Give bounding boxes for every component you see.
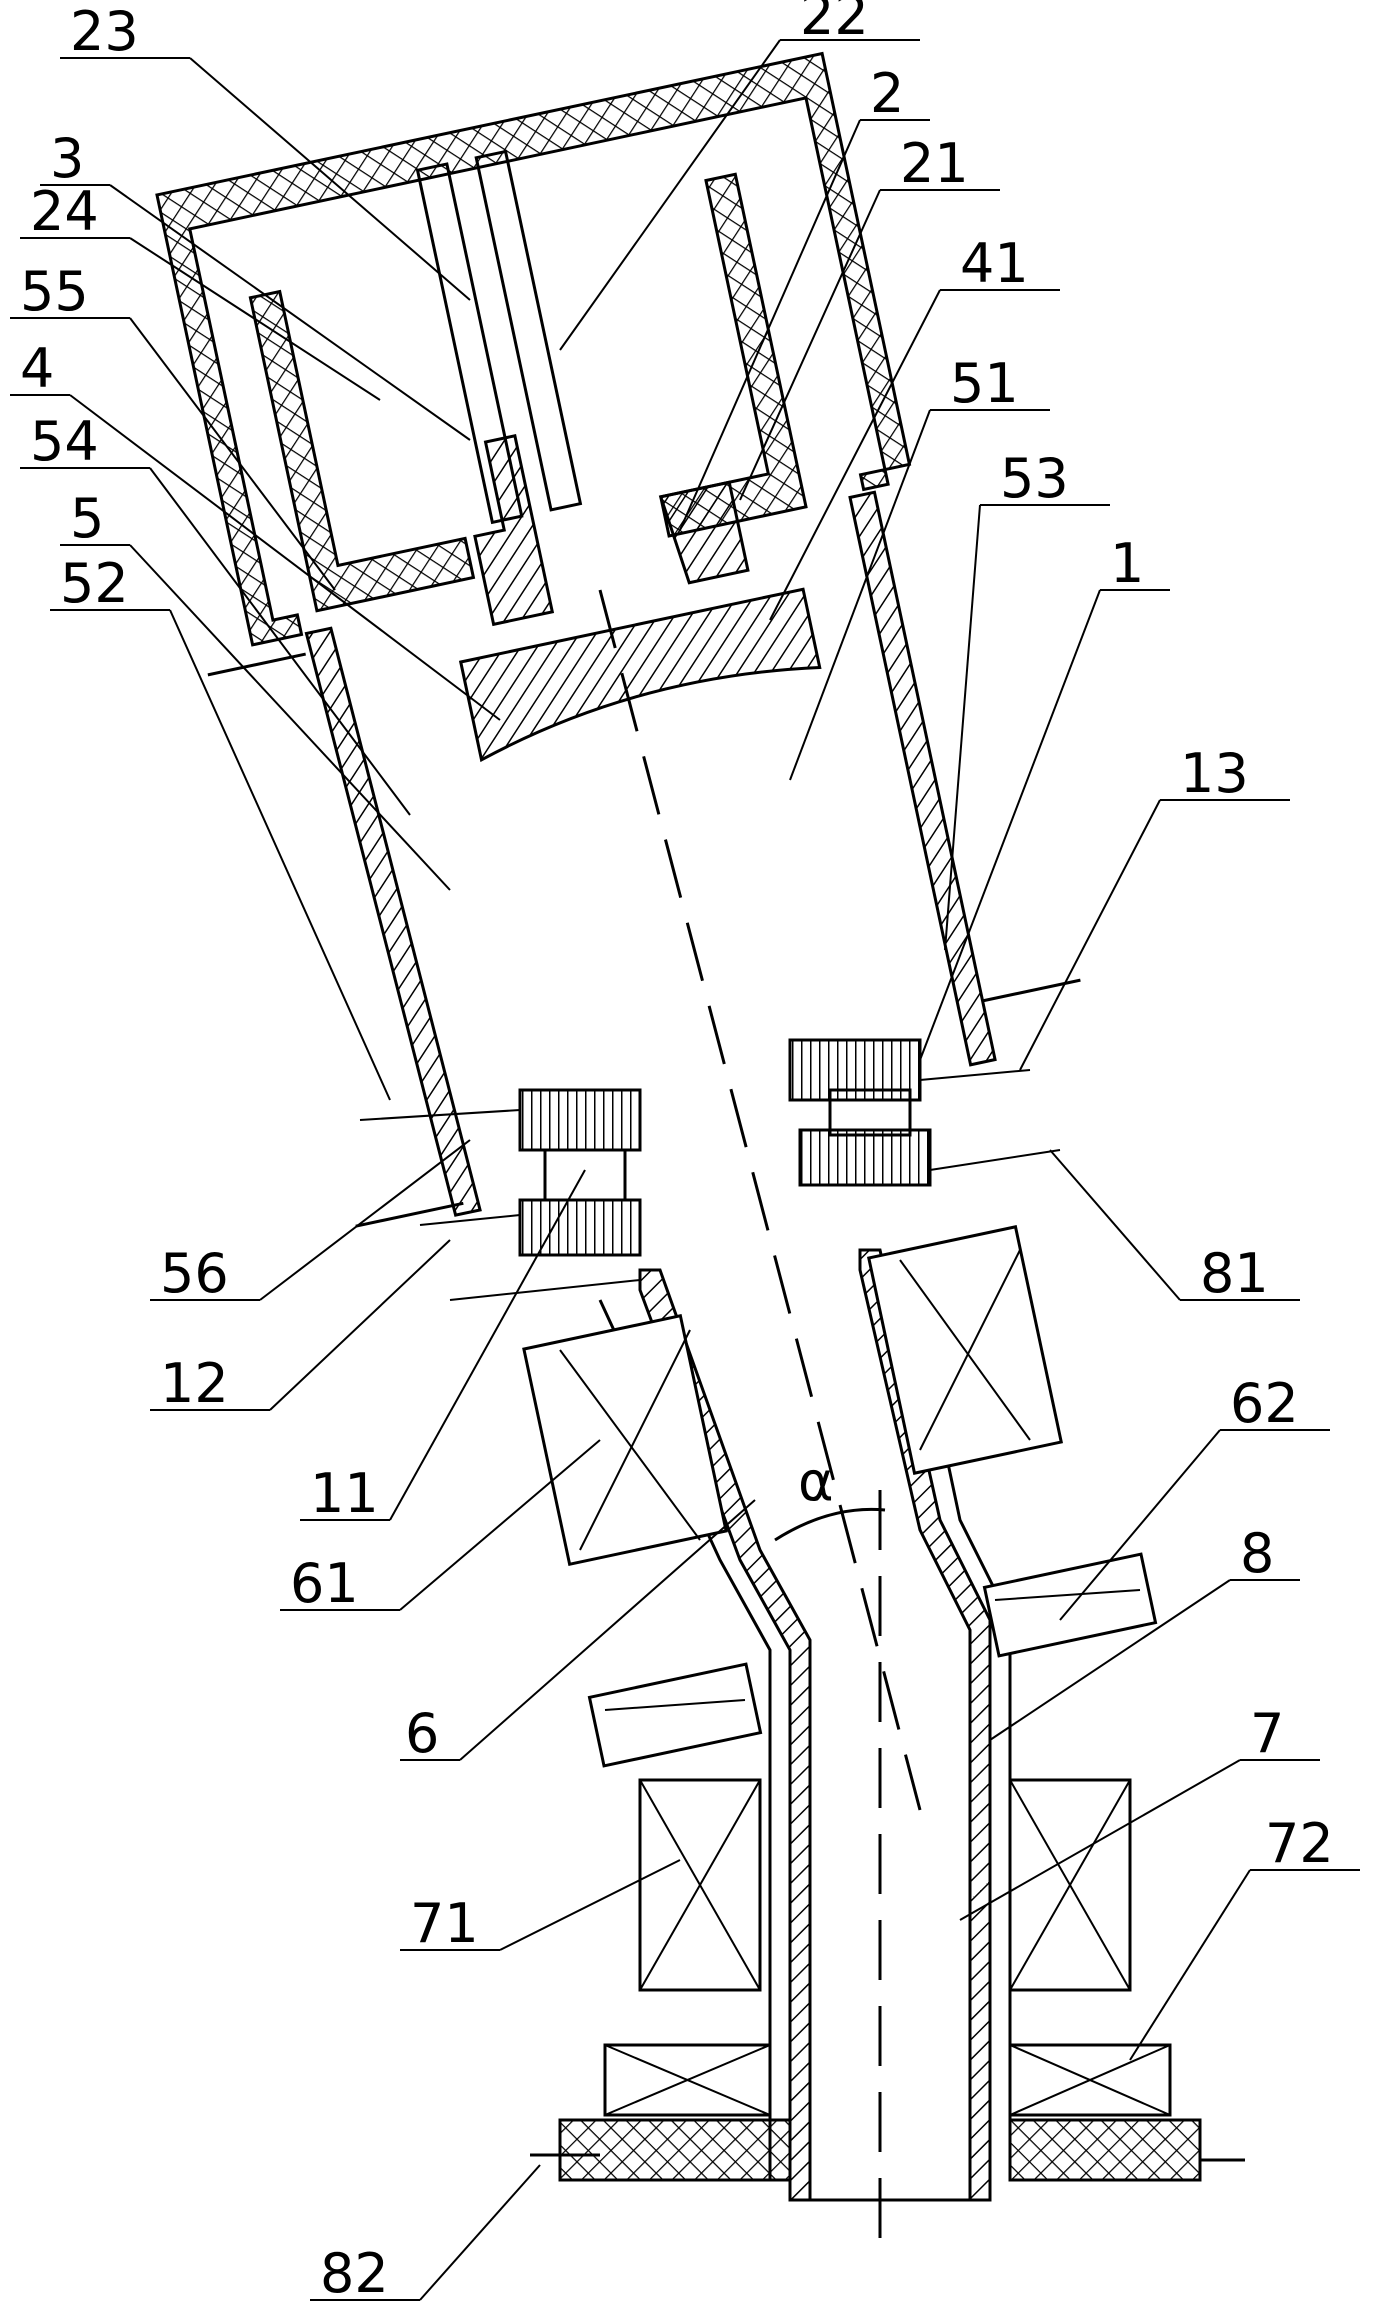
label-2: 2 [870,62,904,125]
label-53: 53 [1000,447,1069,510]
label-61: 61 [290,1552,359,1615]
bottom-flange-right [1010,2120,1200,2180]
label-22: 22 [800,0,869,47]
cooling-ring-right [790,1040,1060,1185]
cooling-ring-left [360,1090,640,1300]
label-55: 55 [20,260,89,323]
label-51: 51 [950,352,1019,415]
label-12: 12 [160,1352,229,1415]
upper-assembly [108,41,1101,1242]
label-82: 82 [320,2242,389,2305]
coil-72-left [605,2045,770,2115]
label-13: 13 [1180,742,1249,805]
label-41: 41 [960,232,1029,295]
coil-lower-left-small [589,1664,760,1766]
label-62: 62 [1230,1372,1299,1435]
cathode-holder [456,436,552,625]
label-72: 72 [1265,1812,1334,1875]
label-23: 23 [70,0,139,63]
centerline-upper [600,590,920,1810]
label-52: 52 [60,552,129,615]
coil-7-right [1010,1780,1130,1990]
label-5: 5 [70,487,104,550]
label-11: 11 [310,1462,379,1525]
coil-71 [640,1780,760,1990]
label-1: 1 [1110,532,1144,595]
inner-insulator [250,264,473,610]
angle-symbol: α [798,1450,834,1513]
coil-72 [1010,2045,1170,2115]
label-81: 81 [1200,1242,1269,1305]
label-7: 7 [1250,1702,1284,1765]
angle-arc [775,1509,885,1540]
label-56: 56 [160,1242,229,1305]
label-4: 4 [20,337,54,400]
label-8: 8 [1240,1522,1274,1585]
bottom-flange-left [560,2120,790,2180]
label-21: 21 [900,132,969,195]
label-71: 71 [410,1892,479,1955]
label-24: 24 [30,180,99,243]
coil-61 [524,1316,726,1564]
coil-62 [984,1554,1155,1656]
label-54: 54 [30,410,99,473]
label-6: 6 [405,1702,439,1765]
